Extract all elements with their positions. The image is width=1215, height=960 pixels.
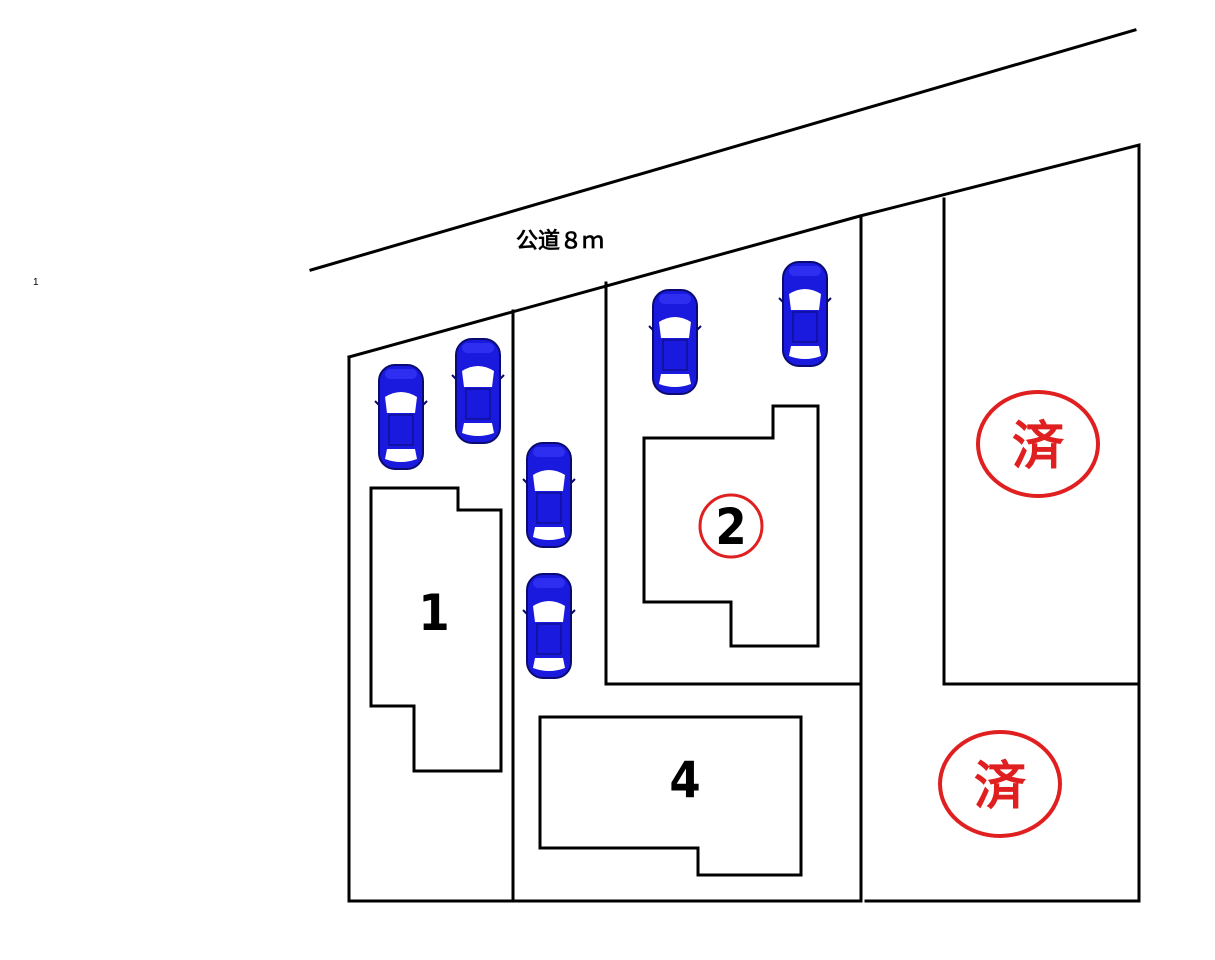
car-icon: [778, 261, 832, 367]
building-1-footprint: [369, 486, 503, 773]
lot-2-number: 2: [715, 498, 746, 556]
car-icon: [451, 338, 505, 444]
lot-sold-upper-boundary: [942, 197, 1141, 686]
sold-mark-lower-circle: [938, 730, 1062, 838]
road-edge-line: [309, 28, 1137, 272]
sold-mark-upper: 済: [1012, 417, 1065, 477]
lot-4-number: 4: [669, 751, 700, 809]
car-icon: [522, 573, 576, 679]
road-label: 公道８ｍ: [516, 228, 604, 254]
car-icon: [374, 364, 428, 470]
lot-1-number: 1: [418, 584, 449, 642]
sold-mark-lower: 済: [974, 757, 1027, 817]
building-2-footprint: [642, 404, 820, 648]
sold-mark-upper-circle: [976, 390, 1100, 498]
car-icon: [648, 289, 702, 395]
building-4-footprint: [538, 715, 803, 877]
lot-2-number-circle: [698, 493, 764, 559]
page-number: 1: [33, 277, 39, 288]
lot-2-boundary: [604, 281, 862, 686]
car-icon: [522, 442, 576, 548]
